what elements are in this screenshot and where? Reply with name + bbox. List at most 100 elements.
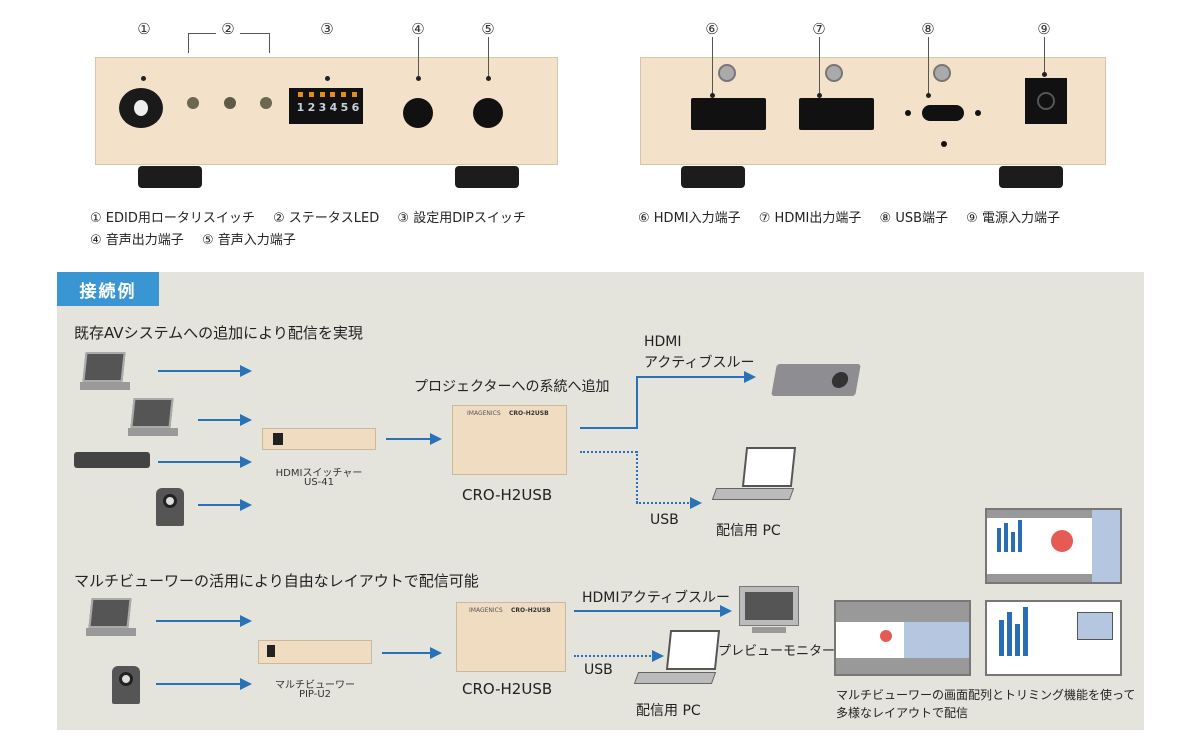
status-led-icon xyxy=(224,97,236,109)
leader-dot xyxy=(1042,72,1047,77)
projector-icon xyxy=(771,364,861,396)
leader-dot xyxy=(416,76,421,81)
usb-line xyxy=(580,451,637,453)
rubber-foot xyxy=(138,166,202,188)
leader-line xyxy=(819,37,820,95)
callout-1: ① xyxy=(137,20,151,38)
example2-title: マルチビューワーの活用により自由なレイアウトで配信可能 xyxy=(74,572,479,590)
dip-number: 1 xyxy=(296,101,305,114)
hdmi-switcher-device xyxy=(262,428,376,450)
dc-power-jack-icon xyxy=(1025,78,1067,124)
rubber-foot xyxy=(999,166,1063,188)
multiviewer-model: PIP-U2 xyxy=(298,689,332,700)
input-arrow xyxy=(198,414,252,426)
callout-7: ⑦ xyxy=(812,20,826,38)
laptop-icon xyxy=(82,352,126,382)
legend-item: ① EDID用ロータリスイッチ xyxy=(90,211,255,226)
leader-line xyxy=(269,33,270,53)
layout-thumbnail-split xyxy=(834,600,971,676)
leader-line xyxy=(488,37,489,77)
laptop-icon xyxy=(130,398,174,428)
leader-line xyxy=(188,33,189,53)
device-model-print: CRO-H2USB xyxy=(511,607,551,614)
input-arrow xyxy=(198,499,252,511)
streaming-pc-keyboard xyxy=(711,488,795,500)
layout-caption-line1: マルチビューワーの画面配列とトリミング機能を使って xyxy=(836,688,1136,702)
callout-5: ⑤ xyxy=(481,20,495,38)
leader-line xyxy=(928,37,929,95)
hdmi-out-port-icon xyxy=(799,98,874,130)
usb-arrow-head xyxy=(690,497,702,509)
callout-2-bracket-left xyxy=(188,33,216,34)
usb-line xyxy=(636,451,638,503)
usb-label: USB xyxy=(584,662,613,678)
front-legend-line2: ④ 音声出力端子 ⑤ 音声入力端子 xyxy=(90,229,310,248)
dip-switch-icon: 1 2 3 4 5 6 xyxy=(289,88,363,124)
input-arrow xyxy=(156,615,252,627)
dip-number: 2 xyxy=(307,101,316,114)
cro-h2usb-device: IMAGENICS CRO-H2USB xyxy=(456,602,566,672)
legend-item: ⑨ 電源入力端子 xyxy=(966,211,1060,226)
legend-item: ⑧ USB端子 xyxy=(879,211,949,226)
callout-2: ② xyxy=(221,20,235,38)
callout-3: ③ xyxy=(320,20,334,38)
input-arrow xyxy=(158,365,252,377)
active-through-label: アクティブスルー xyxy=(644,355,755,371)
screw-icon xyxy=(933,64,951,82)
leader-dot xyxy=(325,76,330,81)
example1-title: 既存AVシステムへの追加により配信を実現 xyxy=(74,324,363,342)
audio-out-jack-icon xyxy=(403,98,433,128)
audio-in-jack-icon xyxy=(473,98,503,128)
laptop-base xyxy=(80,382,130,390)
leader-dot xyxy=(141,76,146,81)
leader-line xyxy=(1044,37,1045,75)
legend-item: ④ 音声出力端子 xyxy=(90,233,184,248)
hdmi-active-through-label: HDMIアクティブスルー xyxy=(582,590,730,606)
usb-arrow-head xyxy=(652,650,664,662)
dip-number: 6 xyxy=(351,101,360,114)
streaming-pc-keyboard xyxy=(633,672,717,684)
leader-dot xyxy=(486,76,491,81)
dip-number: 3 xyxy=(318,101,327,114)
switcher-to-device-arrow xyxy=(386,433,442,445)
led-hole xyxy=(941,141,947,147)
led-hole xyxy=(905,110,911,116)
layout-thumbnail-side-by-side xyxy=(985,508,1122,584)
usb-label: USB xyxy=(650,512,679,528)
leader-dot xyxy=(710,93,715,98)
device-brand: IMAGENICS xyxy=(467,410,501,417)
hdmi-label: HDMI xyxy=(644,334,682,350)
dip-number: 4 xyxy=(329,101,338,114)
switcher-model: US-41 xyxy=(304,477,334,488)
multiviewer-name: マルチビューワー xyxy=(275,680,355,691)
hdmi-in-port-icon xyxy=(691,98,766,130)
streaming-pc-label: 配信用 PC xyxy=(636,703,701,719)
legend-item: ⑦ HDMI出力端子 xyxy=(758,211,862,226)
leader-line xyxy=(418,37,419,77)
multiviewer-device xyxy=(258,640,372,664)
callout-6: ⑥ xyxy=(705,20,719,38)
input-arrow xyxy=(156,678,252,690)
preview-monitor-label: プレビューモニター xyxy=(718,644,836,659)
laptop-base xyxy=(128,428,178,436)
ptz-camera-icon xyxy=(156,488,184,526)
leader-dot xyxy=(817,93,822,98)
media-player-icon xyxy=(74,452,150,468)
laptop-base xyxy=(86,628,136,636)
usb-line xyxy=(574,655,654,657)
monitor-stand xyxy=(752,627,786,633)
usb-c-port-icon xyxy=(922,105,964,121)
streaming-pc-label: 配信用 PC xyxy=(716,523,781,539)
rubber-foot xyxy=(455,166,519,188)
device-label: CRO-H2USB xyxy=(462,680,553,698)
rear-legend: ⑥ HDMI入力端子 ⑦ HDMI出力端子 ⑧ USB端子 ⑨ 電源入力端子 xyxy=(638,207,1074,226)
legend-item: ③ 設定用DIPスイッチ xyxy=(397,211,526,226)
hdmi-arrow xyxy=(636,371,756,383)
status-led-icon xyxy=(260,97,272,109)
laptop-icon xyxy=(88,598,132,628)
device-label: CRO-H2USB xyxy=(462,486,553,504)
hdmi-arrow xyxy=(574,605,732,617)
callout-2-bracket-right xyxy=(240,33,270,34)
led-hole xyxy=(975,110,981,116)
usb-line xyxy=(636,502,692,504)
